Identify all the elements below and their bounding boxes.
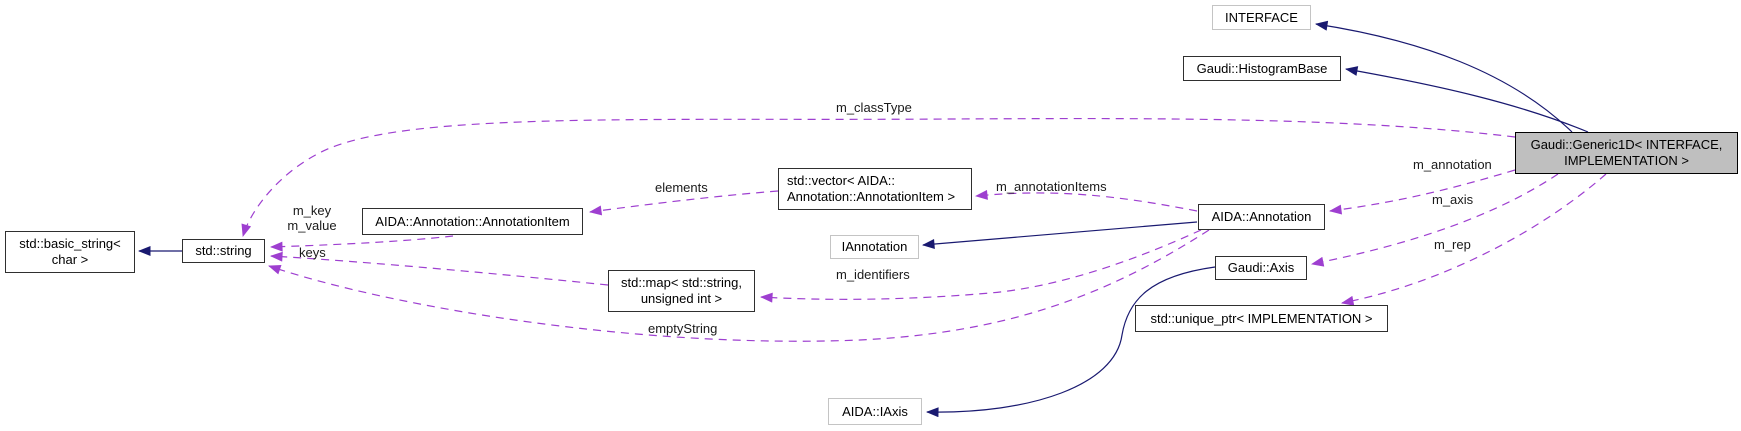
class-node-generic1d[interactable]: Gaudi::Generic1D< INTERFACE, IMPLEMENTAT… [1515,132,1738,174]
edge-usage-annotation [1329,169,1516,215]
class-node-annotation[interactable]: AIDA::Annotation [1198,204,1325,230]
class-node-label-line1: std::map< std::string, [620,275,743,290]
edge-inheritance-generic1d-histogrambase [1345,66,1589,133]
class-node-label-line1: std::basic_string< [19,236,121,251]
edge-label-value: m_value [287,218,337,233]
edge-label-key-value: m_key m_value [281,203,343,233]
edge-label-classtype: m_classType [836,100,912,115]
edge-inheritance-axis-iaxis [926,266,1216,418]
edge-label-annotationitems: m_annotationItems [996,179,1107,194]
edge-inheritance-annotation-iannotation [922,221,1198,250]
class-node-interface[interactable]: INTERFACE [1212,5,1311,30]
edge-usage-axis [1311,173,1559,267]
edge-usage-key-value [270,235,454,252]
class-node-unique-ptr[interactable]: std::unique_ptr< IMPLEMENTATION > [1135,305,1388,332]
edge-usage-rep [1341,173,1607,306]
class-node-basic-string[interactable]: std::basic_string< char > [5,231,135,273]
class-node-label: Gaudi::HistogramBase [1196,60,1328,76]
edge-label-elements: elements [655,180,708,195]
edge-usage-classtype [241,117,1516,237]
class-node-label-line1: Gaudi::Generic1D< INTERFACE, [1530,137,1723,152]
edge-usage-keys [270,251,609,286]
class-node-label-line2: IMPLEMENTATION > [1564,153,1689,168]
edge-label-axis: m_axis [1432,192,1474,207]
edge-usage-emptystring [268,229,1210,342]
edge-label-rep: m_rep [1434,237,1471,252]
class-node-label: AIDA::Annotation [1211,209,1312,224]
class-node-iannotation[interactable]: IAnnotation [830,235,919,259]
class-node-vector-annotation-item[interactable]: std::vector< AIDA:: Annotation::Annotati… [778,168,972,210]
edge-inheritance-generic1d-interface [1315,20,1573,133]
edge-label-key: m_key [292,203,332,218]
class-node-label-line1: std::vector< AIDA:: [787,173,896,188]
class-node-label: std::string [195,243,252,258]
class-node-label: std::unique_ptr< IMPLEMENTATION > [1150,310,1373,326]
edge-usage-annotationitems [975,189,1198,212]
class-node-label-line2: char > [51,252,89,267]
edge-label-emptystring: emptyString [648,321,718,336]
class-node-iaxis[interactable]: AIDA::IAxis [828,398,922,425]
class-node-string[interactable]: std::string [182,239,265,263]
edge-label-keys: keys [299,245,326,260]
class-node-label: IAnnotation [841,239,908,254]
edge-label-annotation: m_annotation [1413,157,1492,172]
class-node-axis[interactable]: Gaudi::Axis [1215,256,1307,280]
class-node-label: INTERFACE [1225,9,1298,25]
class-node-label: Gaudi::Axis [1227,260,1295,275]
class-node-label: AIDA::Annotation::AnnotationItem [375,213,570,229]
class-node-histogram-base[interactable]: Gaudi::HistogramBase [1183,56,1341,81]
class-node-label-line2: Annotation::AnnotationItem > [787,189,956,204]
class-node-label-line2: unsigned int > [640,291,723,306]
class-node-annotation-item[interactable]: AIDA::Annotation::AnnotationItem [362,208,583,235]
edge-label-identifiers: m_identifiers [836,267,910,282]
class-node-label: AIDA::IAxis [842,403,908,419]
edge-usage-identifiers [760,229,1202,303]
class-node-map-string-uint[interactable]: std::map< std::string, unsigned int > [608,270,755,312]
